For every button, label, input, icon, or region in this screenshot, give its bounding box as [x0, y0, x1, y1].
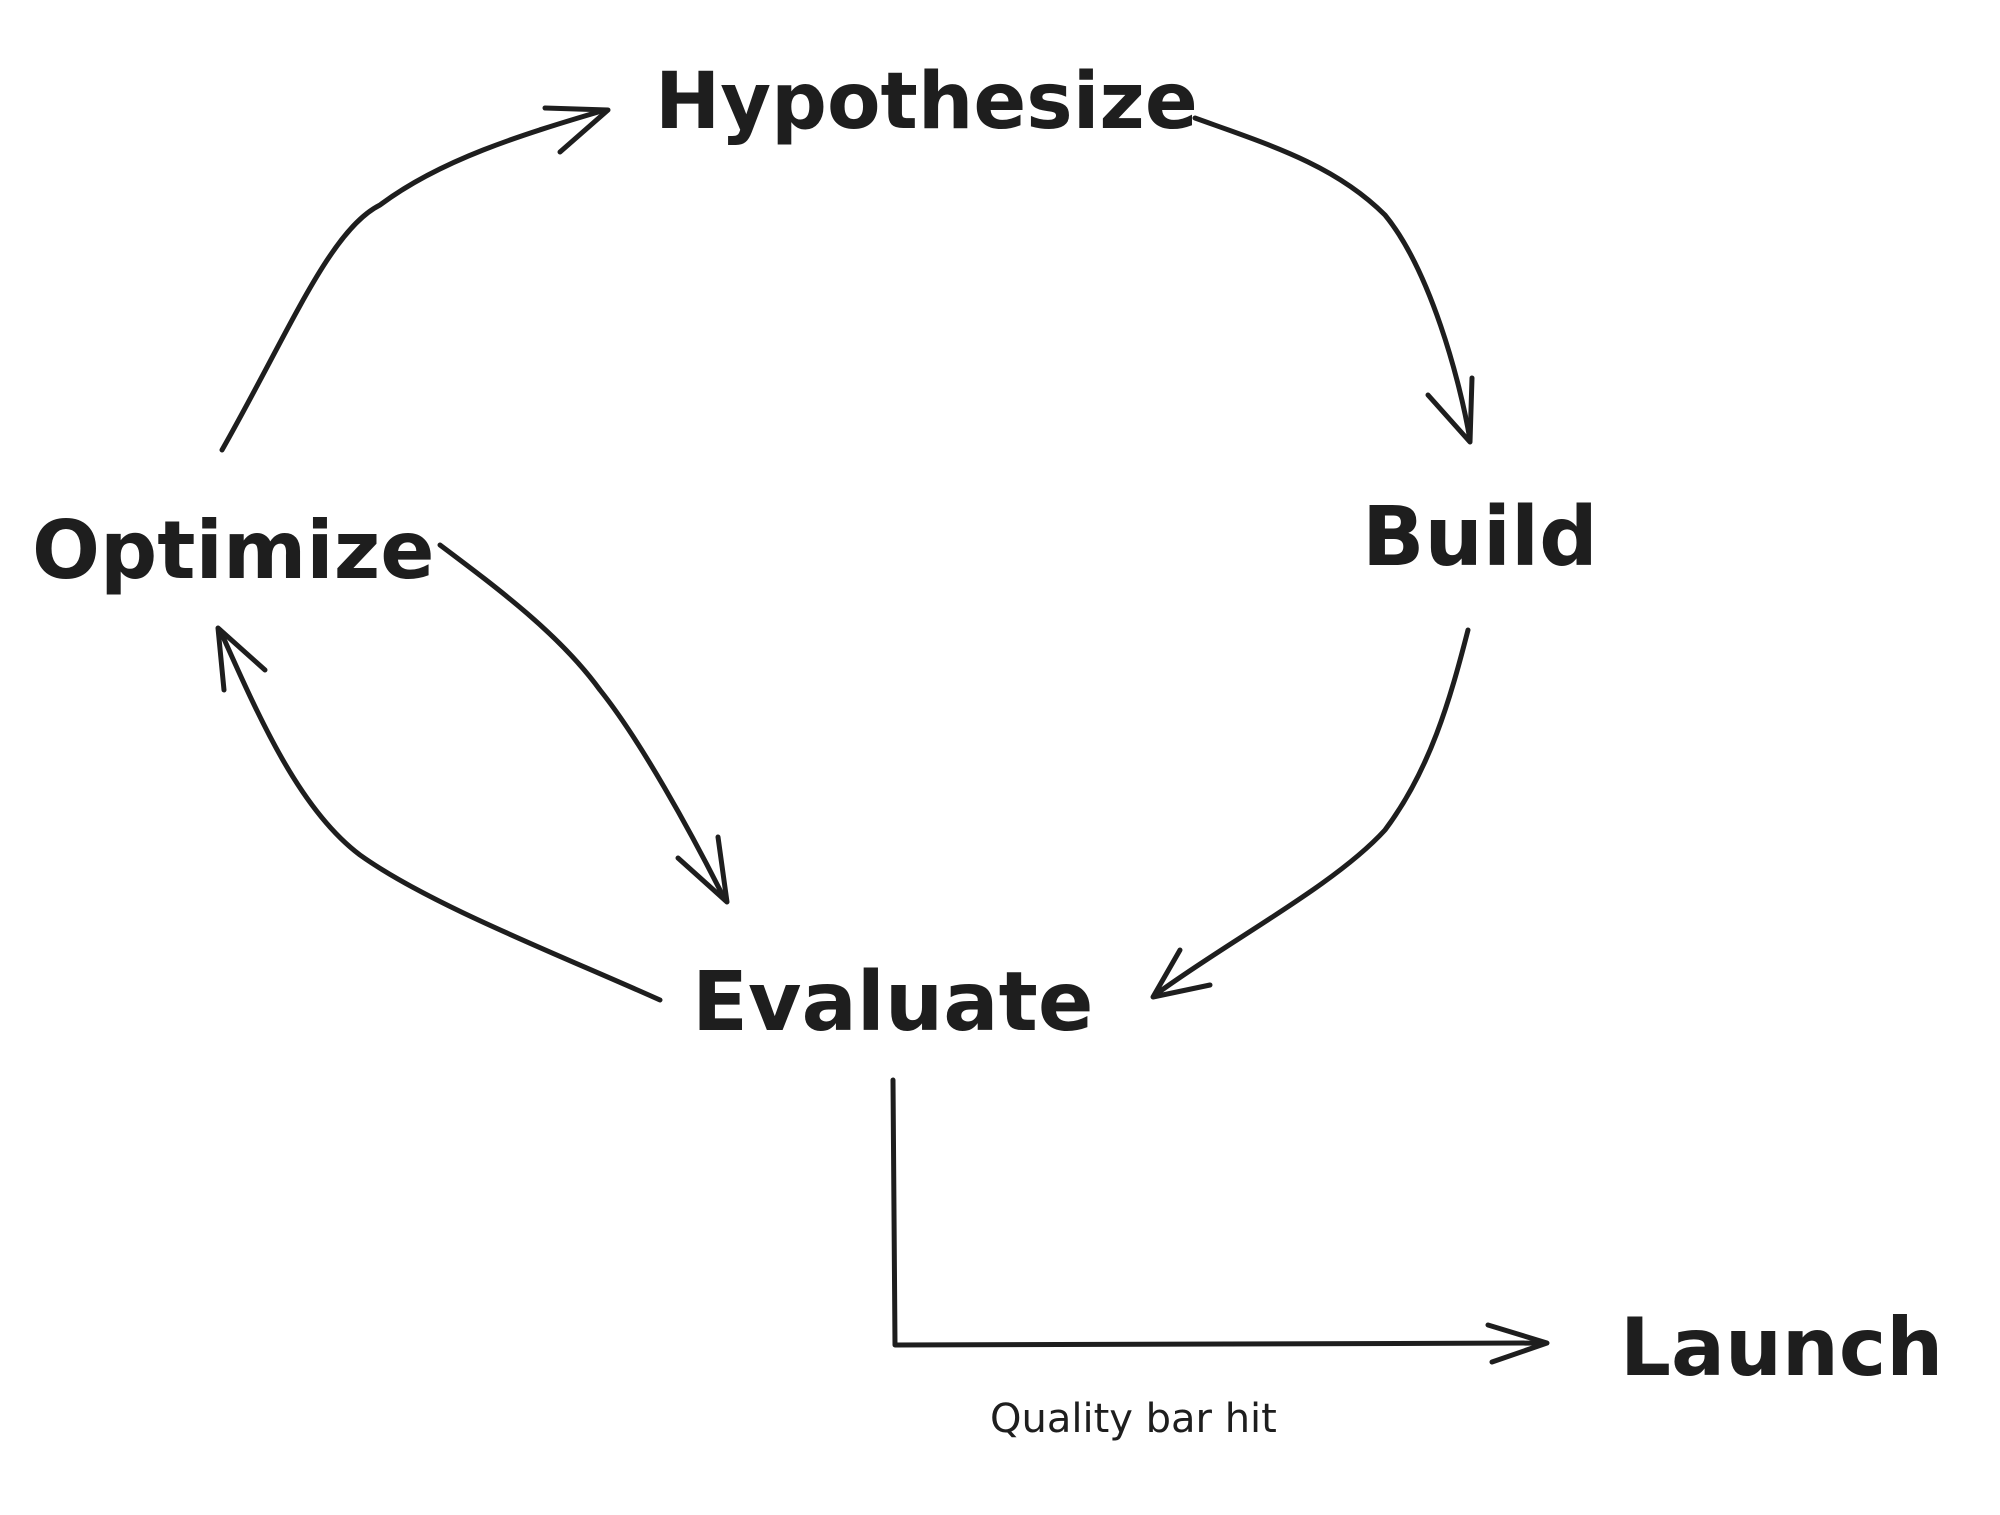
edge-hypothesize-to-build	[1192, 115, 1475, 445]
edge-label-quality-bar-hit: Quality bar hit	[990, 1396, 1277, 1442]
edge-evaluate-to-optimize	[215, 625, 663, 1003]
node-build: Build	[1362, 490, 1598, 585]
edge-evaluate-to-launch	[890, 1077, 1550, 1365]
edge-optimize-to-hypothesize	[219, 105, 611, 453]
edge-optimize-to-evaluate	[437, 542, 730, 905]
edge-build-to-evaluate	[1150, 627, 1471, 1000]
node-launch: Launch	[1620, 1301, 1943, 1394]
node-hypothesize: Hypothesize	[655, 57, 1198, 147]
node-evaluate: Evaluate	[692, 955, 1093, 1050]
node-optimize: Optimize	[32, 504, 435, 597]
